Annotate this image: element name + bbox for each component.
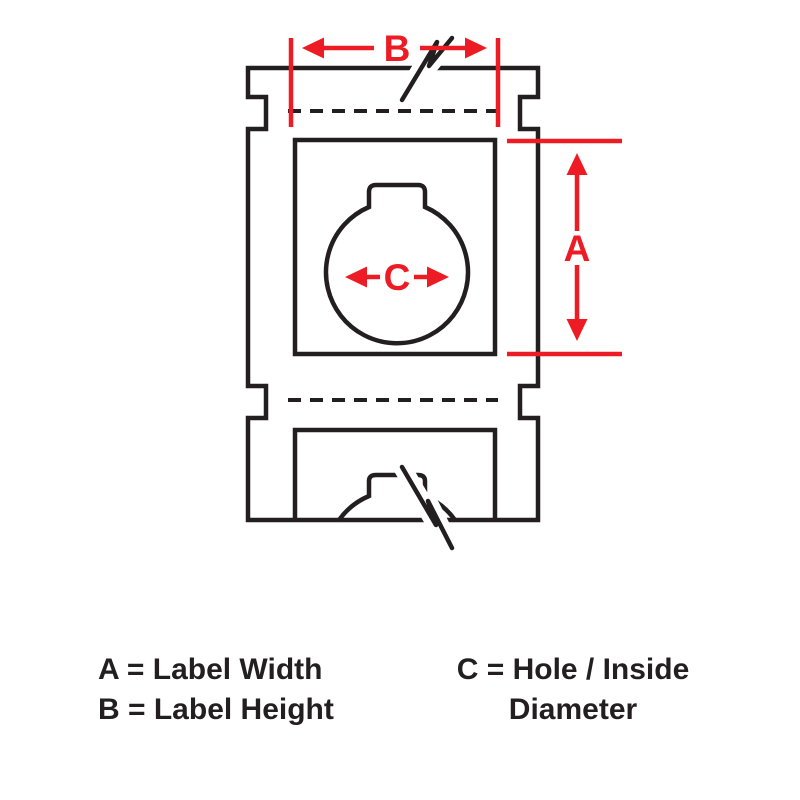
partial-label — [292, 427, 498, 522]
dimension-a-arrowhead-top — [566, 153, 588, 175]
break-symbol-bottom — [393, 458, 461, 557]
dimension-c-arrowhead-left — [345, 266, 367, 288]
dimension-c-letter: C — [384, 257, 411, 298]
legend-left-column: A = Label Width B = Label Height — [98, 650, 334, 730]
dimension-b-arrowhead-left — [302, 37, 324, 59]
break-symbol-top-zigzag — [399, 35, 455, 103]
dimension-b-letter: B — [384, 28, 411, 69]
break-symbol-bottom-zigzag — [399, 464, 455, 551]
dimension-b: B — [288, 28, 501, 127]
legend-a-definition: A = Label Width — [98, 653, 323, 686]
grommet-hole-outline — [323, 182, 471, 346]
legend-right-column: C = Hole / Inside Diameter — [452, 650, 694, 730]
label-outline — [292, 137, 498, 357]
dimension-a: A — [507, 138, 622, 357]
legend-c-definition-line1: C = Hole / Inside — [456, 653, 690, 686]
dimension-c: C — [345, 257, 449, 298]
dimension-a-arrowhead-bottom — [566, 319, 588, 341]
partial-label-outline — [292, 427, 498, 520]
legend-b-definition: B = Label Height — [98, 693, 334, 726]
label — [292, 137, 498, 357]
label-strip — [245, 65, 541, 523]
strip-outline — [245, 65, 541, 523]
legend-c-definition-line2: Diameter — [508, 693, 638, 726]
break-symbol-top — [393, 29, 461, 109]
dimension-a-letter: A — [564, 228, 591, 269]
dimension-b-arrowhead-right — [465, 37, 487, 59]
dimension-c-arrowhead-right — [427, 266, 449, 288]
